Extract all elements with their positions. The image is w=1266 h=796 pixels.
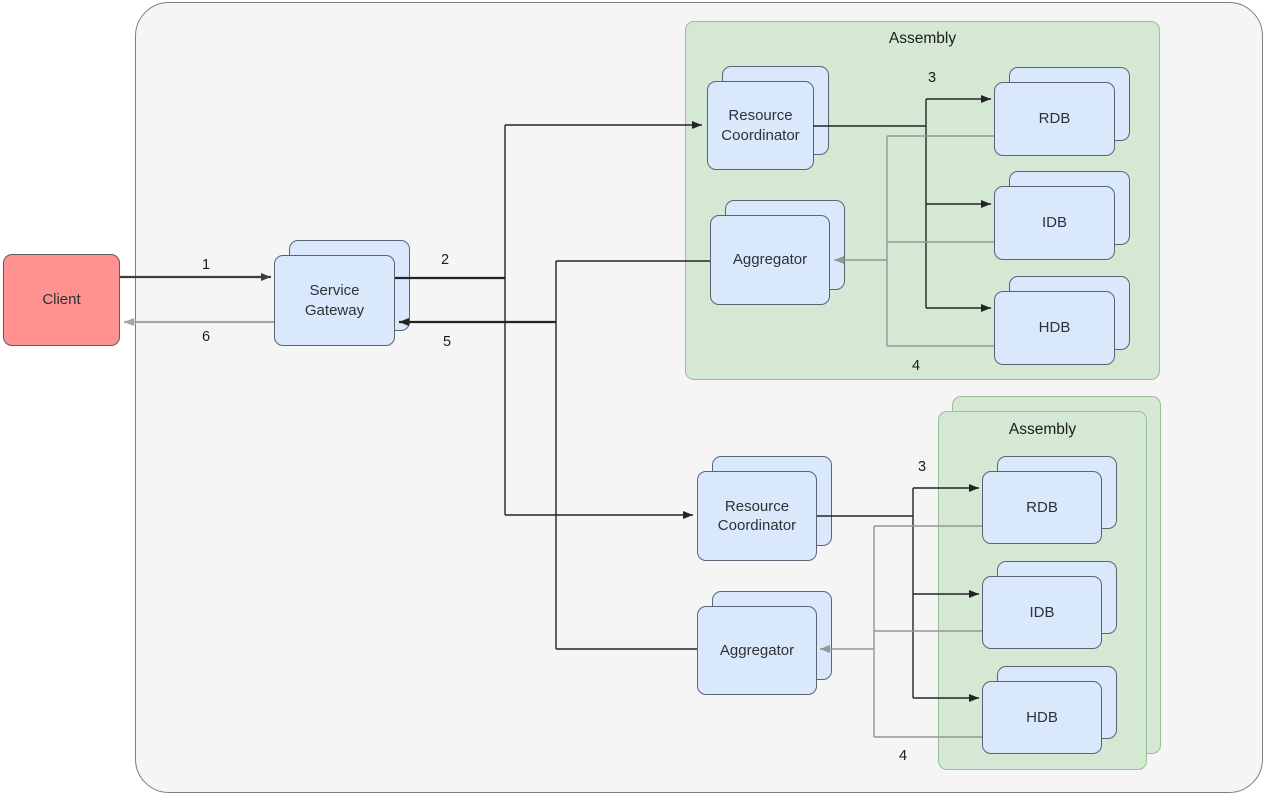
aggregator-top-node: Aggregator — [710, 200, 845, 305]
hdb-bottom-label: HDB — [1026, 708, 1058, 726]
step-2-label: 2 — [440, 252, 450, 268]
step-3-top-label: 3 — [927, 70, 937, 86]
idb-top-box: IDB — [994, 186, 1115, 260]
aggregator-bottom-box: Aggregator — [697, 606, 817, 695]
rdb-bottom-box: RDB — [982, 471, 1102, 544]
aggregator-top-label: Aggregator — [732, 251, 808, 269]
hdb-top-label: HDB — [1038, 319, 1071, 337]
assembly-top-title: Assembly — [888, 30, 957, 47]
service-gateway-label: Service Gateway — [304, 282, 365, 319]
service-gateway-node: Service Gateway — [274, 240, 410, 346]
aggregator-bottom-node: Aggregator — [697, 591, 832, 695]
rdb-top-label: RDB — [1038, 110, 1071, 128]
aggregator-top-box: Aggregator — [710, 215, 830, 305]
client-box: Client — [3, 254, 120, 346]
idb-bottom-box: IDB — [982, 576, 1102, 649]
hdb-top-box: HDB — [994, 291, 1115, 365]
resource-coordinator-bottom-node: Resource Coordinator — [697, 456, 832, 561]
resource-coordinator-top-node: Resource Coordinator — [707, 66, 829, 170]
idb-top-node: IDB — [994, 171, 1130, 260]
idb-bottom-node: IDB — [982, 561, 1117, 649]
rdb-bottom-node: RDB — [982, 456, 1117, 544]
client-label: Client — [42, 291, 81, 309]
resource-coordinator-bottom-label: Resource Coordinator — [717, 497, 797, 535]
client-node: Client — [3, 254, 120, 346]
rdb-top-box: RDB — [994, 82, 1115, 156]
hdb-bottom-box: HDB — [982, 681, 1102, 754]
service-gateway-box: Service Gateway — [274, 255, 395, 346]
step-1-label: 1 — [201, 257, 211, 273]
idb-top-label: IDB — [1041, 214, 1067, 232]
aggregator-bottom-label: Aggregator — [719, 641, 795, 659]
assembly-bottom-title: Assembly — [1008, 421, 1077, 438]
step-6-label: 6 — [201, 329, 211, 345]
resource-coordinator-top-box: Resource Coordinator — [707, 81, 814, 170]
step-4-top-label: 4 — [911, 358, 921, 374]
rdb-bottom-label: RDB — [1026, 498, 1058, 516]
step-4-bottom-label: 4 — [898, 748, 908, 764]
hdb-top-node: HDB — [994, 276, 1130, 365]
step-5-label: 5 — [442, 334, 452, 350]
step-3-bottom-label: 3 — [917, 459, 927, 475]
idb-bottom-label: IDB — [1029, 603, 1055, 621]
resource-coordinator-top-label: Resource Coordinator — [721, 107, 800, 144]
rdb-top-node: RDB — [994, 67, 1130, 156]
resource-coordinator-bottom-box: Resource Coordinator — [697, 471, 817, 561]
hdb-bottom-node: HDB — [982, 666, 1117, 754]
